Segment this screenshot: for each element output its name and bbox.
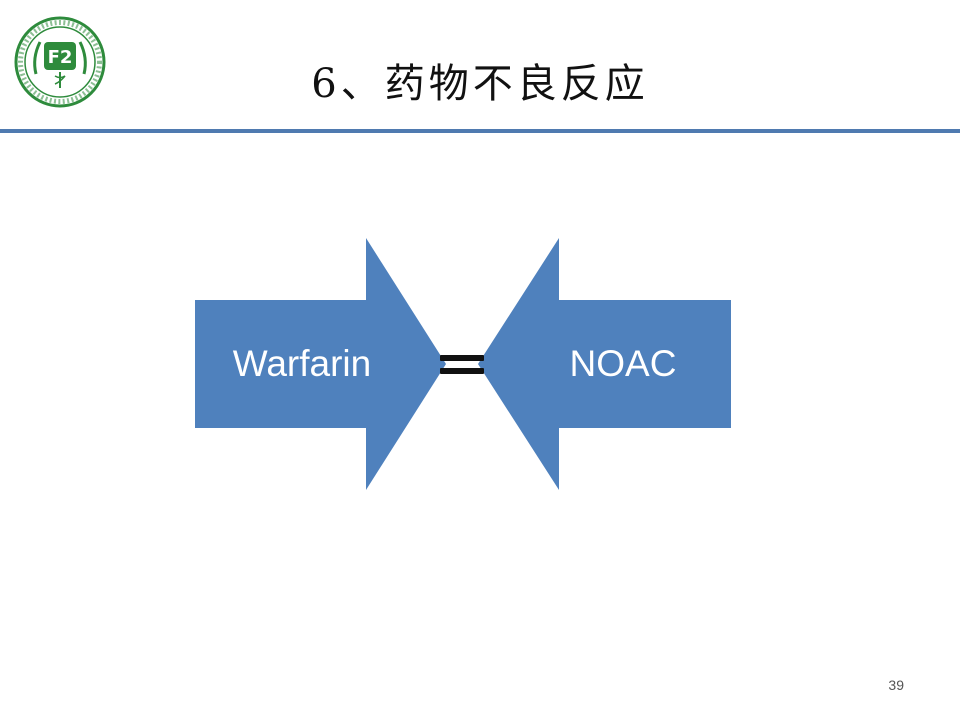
equals-sign (440, 355, 484, 376)
slide-title: 6、药物不良反应 (311, 61, 649, 107)
hospital-emblem-icon: F2 (14, 16, 106, 108)
left-arrow (195, 238, 446, 490)
page-number: 39 (888, 677, 904, 693)
equals-bar-bottom (440, 368, 484, 374)
noac-label: NOAC (569, 343, 677, 384)
title-divider (0, 129, 960, 133)
warfarin-label: Warfarin (232, 343, 372, 384)
right-arrow (478, 238, 731, 490)
equals-bar-top (440, 355, 484, 361)
svg-text:F2: F2 (48, 47, 73, 68)
